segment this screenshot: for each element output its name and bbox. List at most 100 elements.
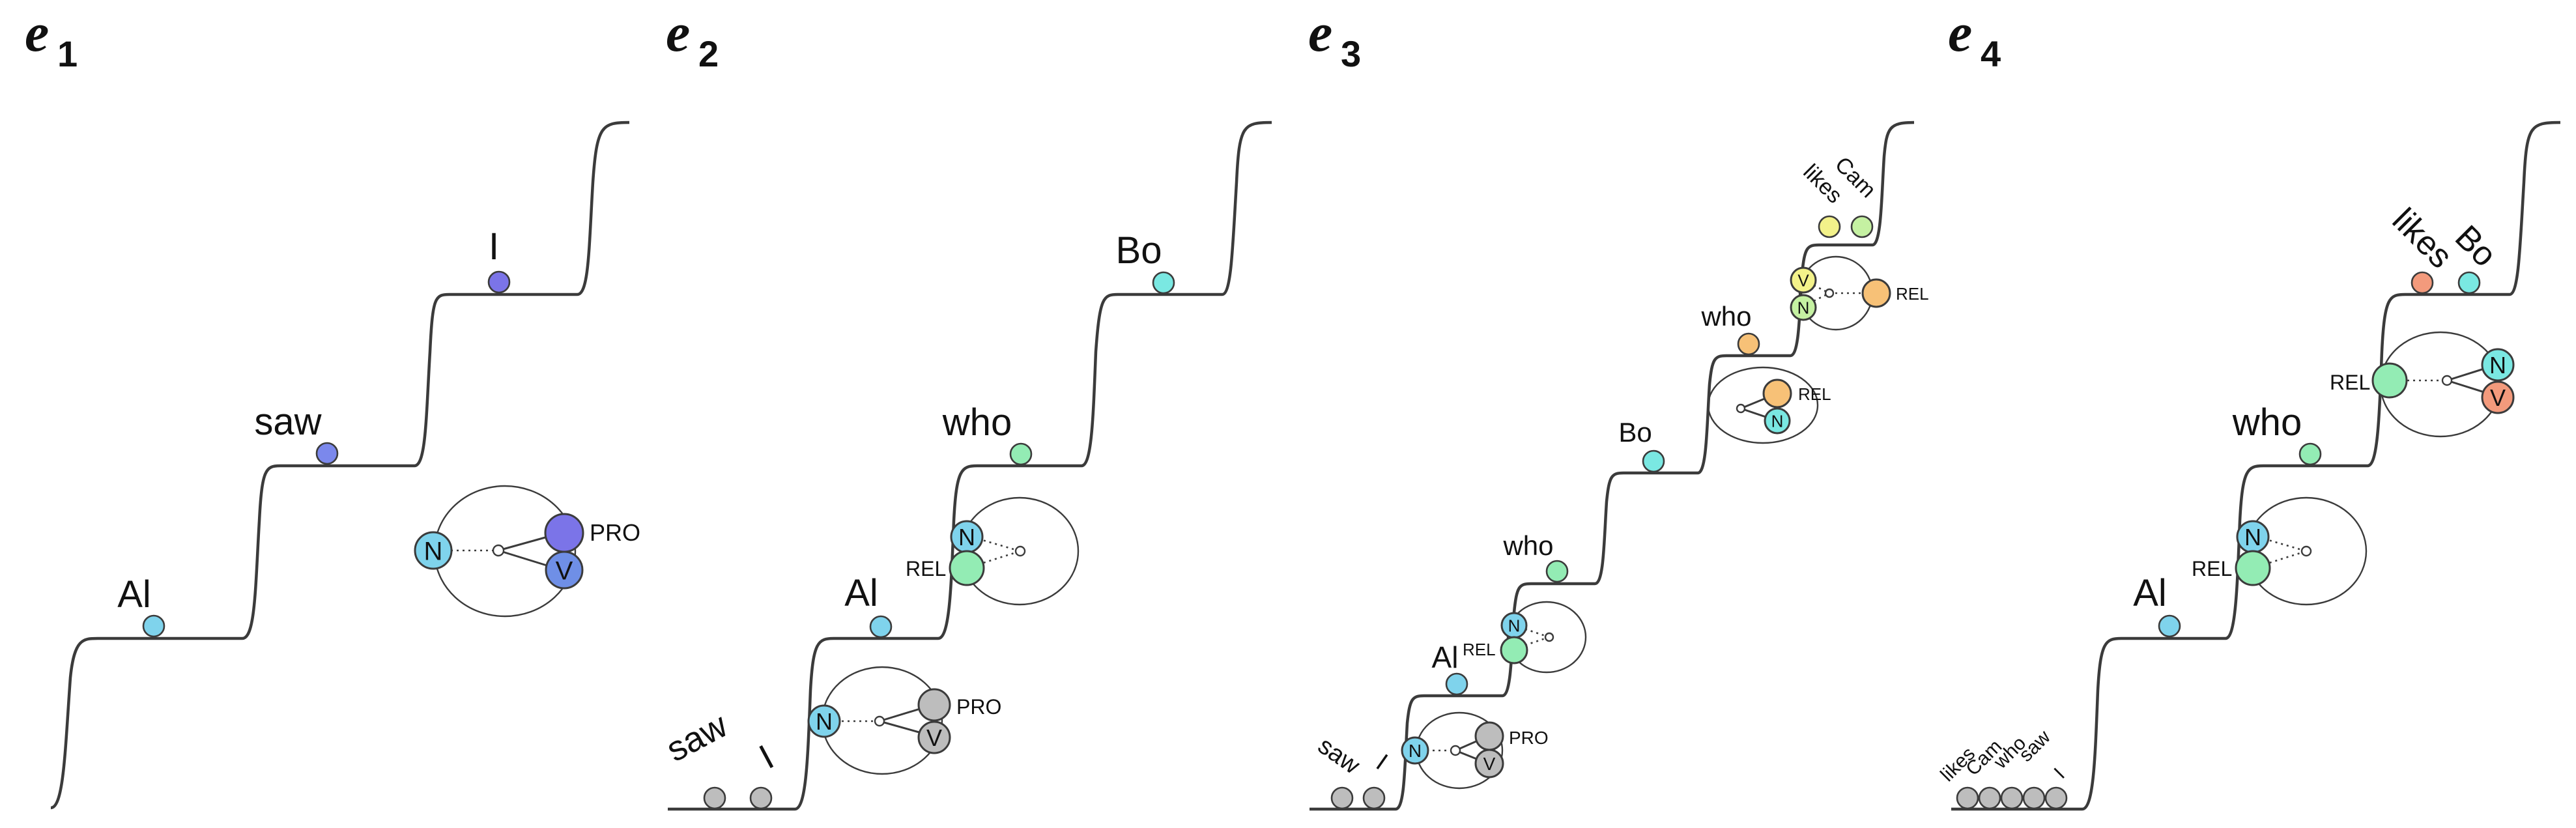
node-n [414,531,453,570]
word-dot [1009,442,1033,466]
node-label: N [1508,616,1521,635]
circuit-circle [1707,366,1819,444]
word-dot [2022,786,2046,810]
side-label: REL [906,557,946,580]
node-v [1790,266,1817,294]
side-label: PRO [956,695,1001,719]
node-label: V [926,724,942,751]
node-label: N [1409,741,1422,761]
hub [1450,745,1461,756]
word-dot [749,786,773,810]
word-dot [1545,560,1569,583]
word-label: I [753,737,780,777]
node-n [2481,348,2515,382]
hub [1544,632,1554,642]
panel-title: e [1308,3,1332,63]
word-label: saw [1313,732,1365,780]
word-dot [1737,332,1760,356]
word-label: saw [660,706,734,770]
hub [2300,545,2312,557]
node-pro [544,513,584,553]
word-label: likes [2385,201,2460,276]
word-label: Bo [1116,229,1162,272]
side-label: REL [2192,557,2232,580]
word-dot [869,615,893,638]
word-label: Al [2133,572,2167,614]
node-label: V [2490,384,2506,411]
word-dot [2457,271,2481,294]
word-dot [1642,450,1665,473]
node-rel [1861,278,1891,308]
word-label: saw [2015,726,2055,766]
word-label: I [489,225,499,268]
staircase [668,121,1272,811]
node-v [917,721,951,754]
side-label: REL [1463,640,1496,659]
word-dot [1330,786,1354,810]
word-dot [142,614,165,638]
word-dot [2044,786,2068,810]
side-label: REL [1896,284,1929,304]
hub [874,715,885,727]
word-label: I [2050,764,2069,783]
word-dot [703,786,726,810]
word-dot [1445,672,1468,696]
node-label: V [1483,754,1496,774]
panel-subscript: 4 [1981,33,2001,74]
node-rel [2371,362,2408,399]
word-label: Al [117,573,151,616]
node-rel [949,550,985,586]
node-rel [1500,636,1528,664]
side-label: PRO [590,519,640,546]
panel-title: e [666,3,690,63]
node-label: N [958,524,975,550]
staircase [1309,121,1915,811]
word-dot [487,270,511,294]
node-label: V [556,556,573,585]
panel-title: e [25,3,49,63]
word-dot [1818,215,1841,238]
panel-subscript: 2 [698,33,719,74]
word-dot [1850,215,1874,238]
staircase [50,121,630,810]
word-label: who [1700,301,1751,332]
node-v [545,550,584,590]
word-dot [2000,786,2024,810]
circuit-circle [1506,601,1587,674]
word-label: Al [1432,640,1459,674]
word-label: Al [844,572,878,614]
node-rel [1762,378,1792,408]
word-label: Bo [2448,218,2504,274]
node-pro [1474,721,1504,751]
dashed-link [1803,292,1830,307]
node-n [1790,294,1817,321]
side-label: PRO [1509,728,1549,748]
staircase [1951,121,2561,811]
node-v [2481,380,2515,414]
node-n [807,704,841,738]
hub [1824,288,1835,298]
word-dot [1152,271,1175,294]
hub [492,544,505,557]
word-label: saw [254,401,322,443]
circuit-circle [433,485,577,618]
word-label: Bo [1618,417,1652,448]
dashed-link [1803,279,1830,294]
node-label: N [424,537,443,565]
word-dot [1956,786,1979,810]
side-label: REL [1798,384,1831,404]
node-label: N [816,708,833,735]
panel-subscript: 1 [57,33,78,74]
hub [1736,403,1746,414]
node-label: N [1797,298,1810,317]
word-dot [2298,442,2322,466]
node-label: N [2489,352,2506,378]
word-dot [315,442,339,465]
word-label: who [1502,530,1553,561]
side-label: REL [2330,371,2370,394]
panel-subscript: 3 [1341,33,1361,74]
hub [2441,375,2453,386]
